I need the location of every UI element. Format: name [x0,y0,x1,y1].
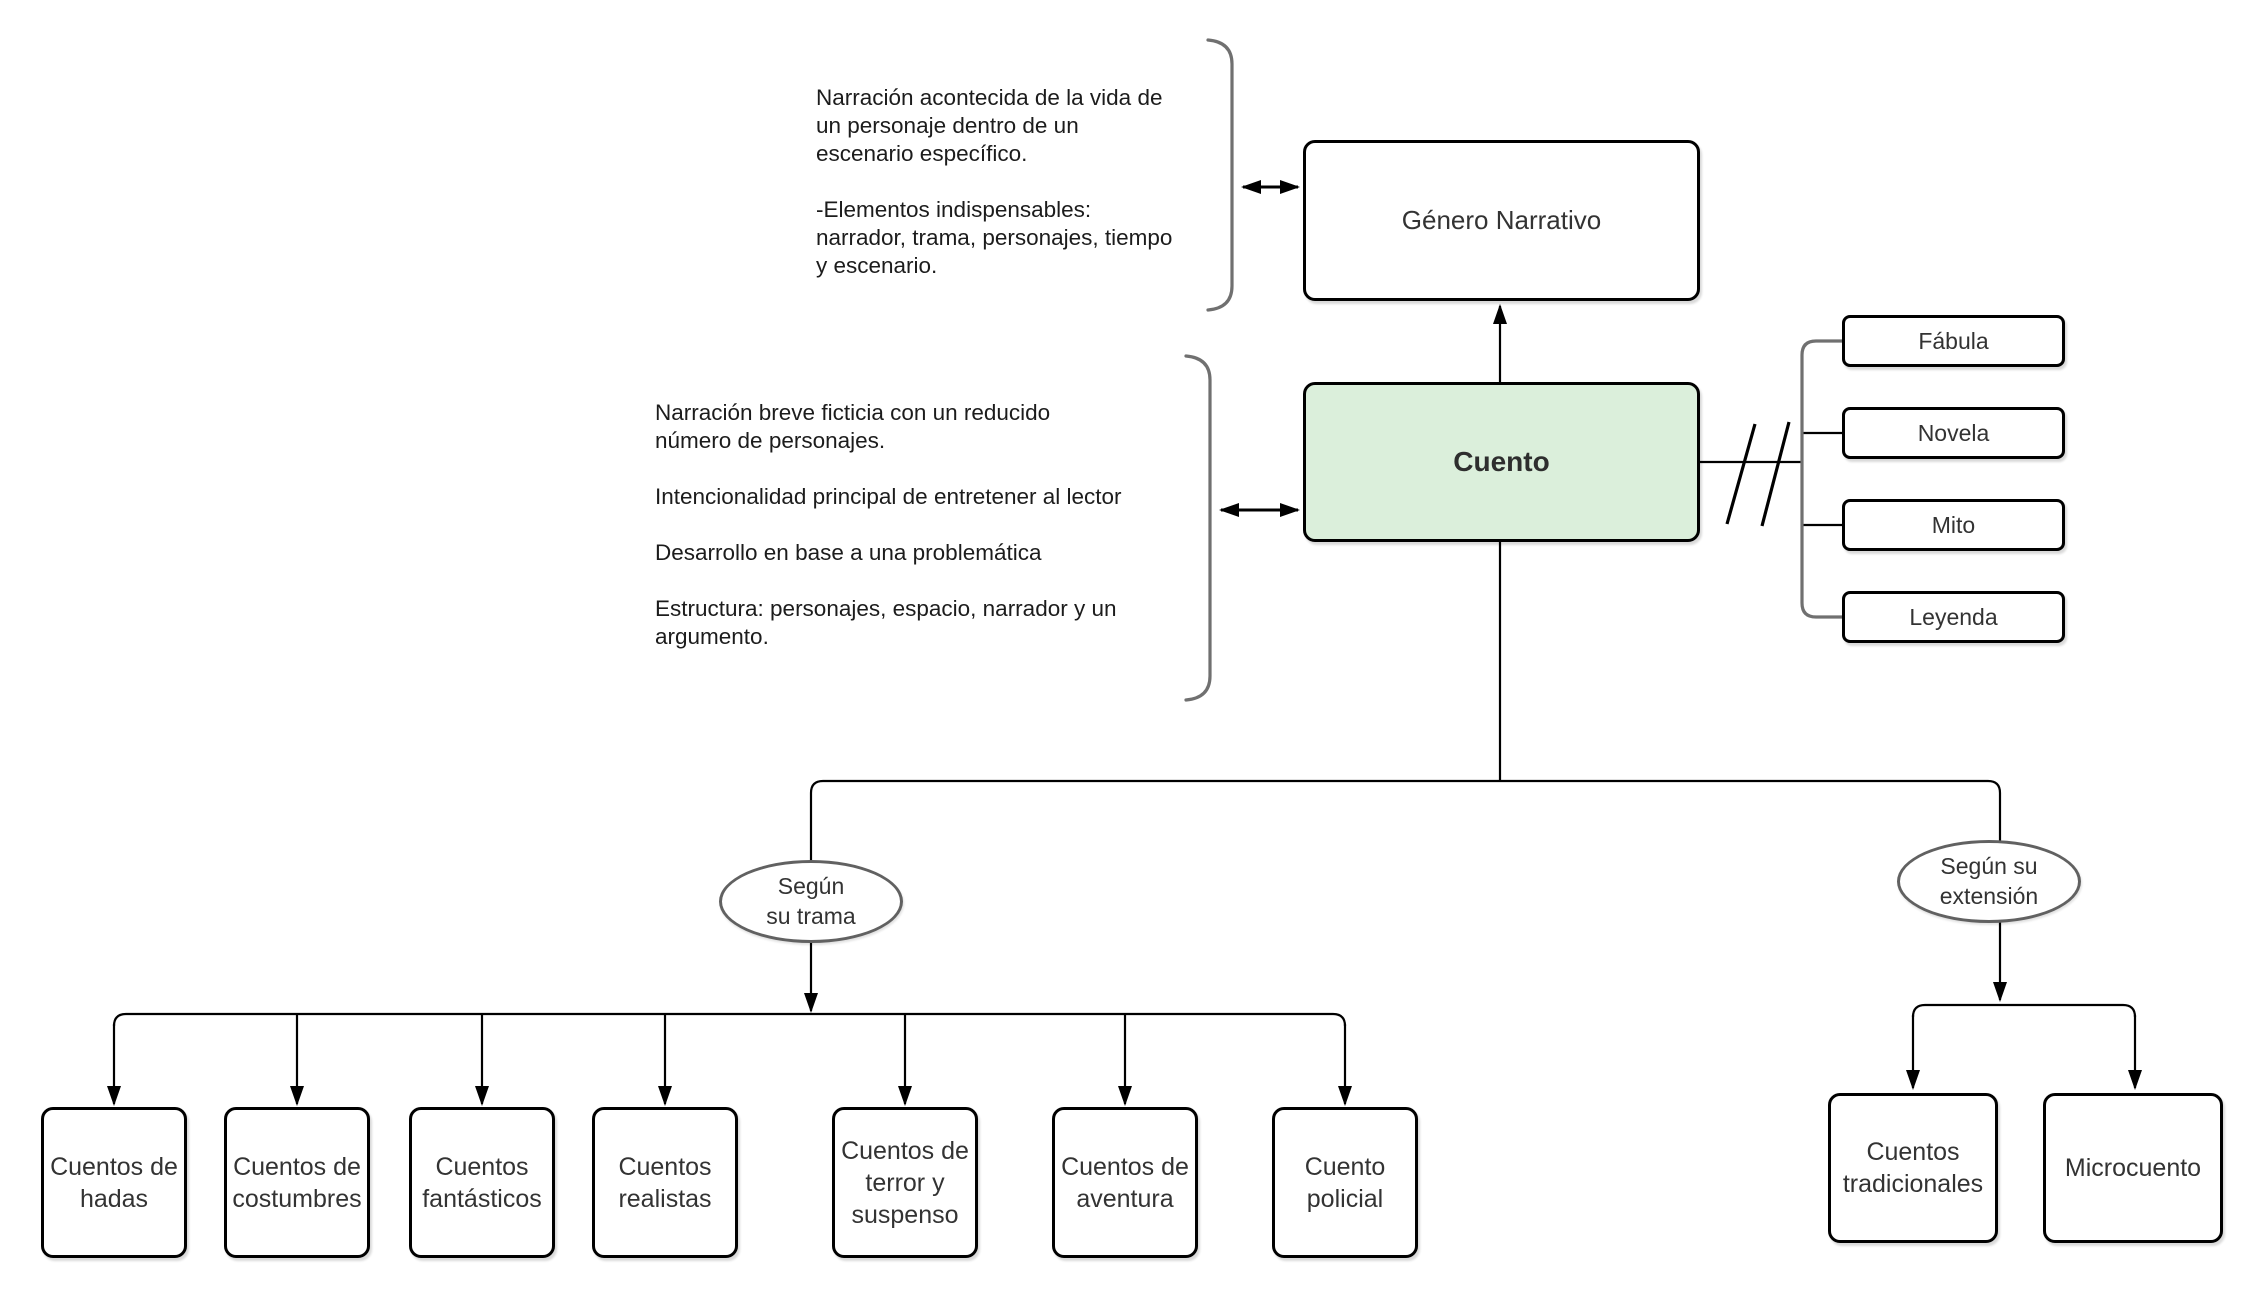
cuento-label: Cuento [1453,446,1550,477]
connector-trama-bar [112,1012,1347,1027]
trama-ellipse-label: Según su trama [766,873,856,929]
extension-type-node-tradicionales[interactable]: Cuentos tradicionales [1828,1093,1998,1243]
extension-type-node-microcuento[interactable]: Microcuento [2043,1093,2223,1243]
slash-mark-2 [1760,421,1791,527]
connector-extension-bar [1911,1003,2137,1018]
genero-note-text: Narración acontecida de la vida de un pe… [816,85,1173,278]
slash-mark-1 [1725,423,1757,525]
type-label: Microcuento [2064,1154,2202,1182]
type-label: Cuentos tradicionales [1842,1138,1984,1198]
type-label: Cuentos de terror y suspenso [841,1136,969,1229]
genero-narrativo-label: Género Narrativo [1401,205,1602,236]
subgenre-node-mito[interactable]: Mito [1842,499,2065,551]
connector-category-bar [809,779,2002,861]
type-label: Cuentos de aventura [1061,1152,1189,1213]
trama-type-node-costumbres[interactable]: Cuentos de costumbres [224,1107,370,1258]
trama-type-node-aventura[interactable]: Cuentos de aventura [1052,1107,1198,1258]
trama-type-node-terror[interactable]: Cuentos de terror y suspenso [832,1107,978,1258]
type-label: Cuento policial [1304,1152,1386,1213]
genero-narrativo-node[interactable]: Género Narrativo [1303,140,1700,301]
subgenre-label: Novela [1917,419,1990,446]
trama-type-node-fantasticos[interactable]: Cuentos fantásticos [409,1107,555,1258]
bracket-genero-note [1206,38,1234,312]
trama-type-node-hadas[interactable]: Cuentos de hadas [41,1107,187,1258]
extension-ellipse-label: Según su extensión [1939,853,2039,909]
type-label: Cuentos fantásticos [422,1152,542,1213]
type-label: Cuentos de costumbres [232,1152,362,1213]
subgenre-label: Mito [1931,511,1976,538]
subgenre-label: Fábula [1918,327,1989,354]
subgenre-node-novela[interactable]: Novela [1842,407,2065,459]
bracket-cuento-note [1184,354,1212,702]
trama-type-node-realistas[interactable]: Cuentos realistas [592,1107,738,1258]
subgenre-node-fabula[interactable]: Fábula [1842,315,2065,367]
bracket-subgenres [1800,339,1844,619]
extension-ellipse[interactable]: Según su extensión [1897,840,2081,923]
type-label: Cuentos realistas [618,1152,712,1213]
trama-ellipse[interactable]: Según su trama [719,860,903,943]
type-label: Cuentos de hadas [50,1152,178,1213]
cuento-node[interactable]: Cuento [1303,382,1700,542]
cuento-note-text: Narración breve ficticia con un reducido… [655,400,1122,649]
subgenre-label: Leyenda [1909,603,1998,630]
subgenre-node-leyenda[interactable]: Leyenda [1842,591,2065,643]
trama-type-node-policial[interactable]: Cuento policial [1272,1107,1418,1258]
